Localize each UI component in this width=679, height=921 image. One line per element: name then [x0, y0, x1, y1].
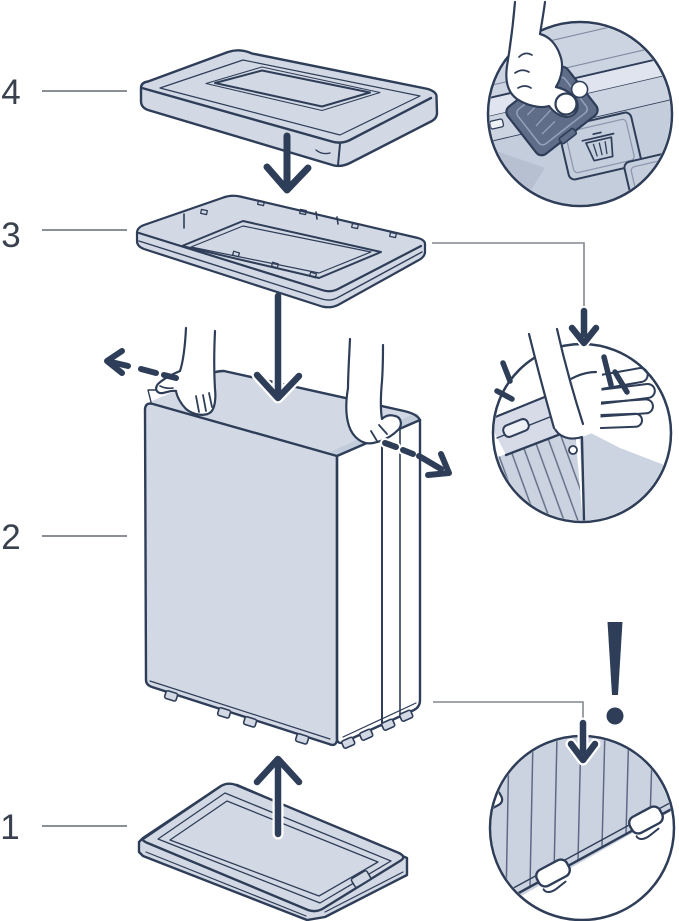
pleat-lines	[505, 737, 655, 901]
body-bottom-clips	[163, 689, 414, 749]
callout-circle	[486, 20, 674, 208]
lid-notch	[315, 149, 331, 155]
frame-handle-slot	[502, 418, 530, 438]
down-arrow-into-body-icon	[251, 292, 305, 404]
body-right-pleated-wall	[335, 418, 422, 745]
lid-rim-line	[159, 59, 421, 136]
lid-hole-outer-line	[205, 66, 381, 112]
clip-icon	[535, 858, 571, 894]
callout-press-click	[491, 306, 673, 524]
right-hand-icon	[345, 337, 402, 445]
down-arrow-icon	[263, 132, 312, 194]
dashed-arrow-left-icon	[104, 348, 179, 381]
click-marks-icon	[494, 354, 630, 402]
callout-insert-label-plate	[486, 0, 674, 208]
finger-lines	[195, 392, 213, 413]
base-tab	[350, 870, 372, 888]
hand-icon	[505, 0, 579, 118]
part-frame	[135, 194, 427, 309]
part-base	[137, 782, 409, 921]
frame-stack-line	[138, 240, 423, 301]
part-lid	[139, 49, 439, 168]
thumb-crease	[159, 385, 174, 390]
fingertip	[554, 92, 578, 116]
clip-icon	[628, 805, 664, 841]
lid-window-hole	[214, 69, 371, 108]
callout-connector-bottom	[433, 701, 584, 724]
click-point	[568, 445, 578, 455]
step-labels: 4 3 2 1	[0, 73, 127, 847]
base-top-face	[141, 782, 405, 913]
trash-icon	[581, 131, 615, 162]
body-front-wall	[143, 402, 339, 747]
finger-lines	[370, 424, 388, 442]
down-arrow-icon	[567, 306, 601, 348]
body-bottom-rim-line	[149, 680, 417, 740]
frame-opening	[181, 220, 382, 279]
knuckle-lines	[514, 52, 533, 89]
frame-opening-lip	[190, 225, 372, 274]
exclamation-icon	[606, 622, 624, 725]
up-arrow-icon	[251, 753, 305, 840]
callout-bottom-clips	[488, 622, 676, 921]
down-arrow-icon	[565, 717, 601, 766]
callout-connector-frame	[432, 242, 585, 312]
frame-front-edge	[137, 231, 423, 293]
step-2-label: 2	[1, 518, 20, 557]
label-plate	[558, 111, 642, 181]
step-1-label: 1	[0, 808, 19, 847]
base-rim-line-2	[169, 800, 379, 897]
frame-notches	[183, 211, 339, 229]
lid-front-edge	[140, 86, 433, 144]
lid-corner-edge	[337, 143, 341, 166]
arm	[529, 329, 584, 436]
base-rim-line-1	[157, 792, 392, 904]
base-bottom-line	[145, 851, 404, 917]
left-hand-icon	[155, 326, 217, 416]
step-4-label: 4	[1, 73, 20, 112]
dashed-arrow-right-icon	[380, 438, 452, 478]
frame-slot-marks	[199, 199, 398, 279]
step-3-label: 3	[1, 216, 20, 255]
